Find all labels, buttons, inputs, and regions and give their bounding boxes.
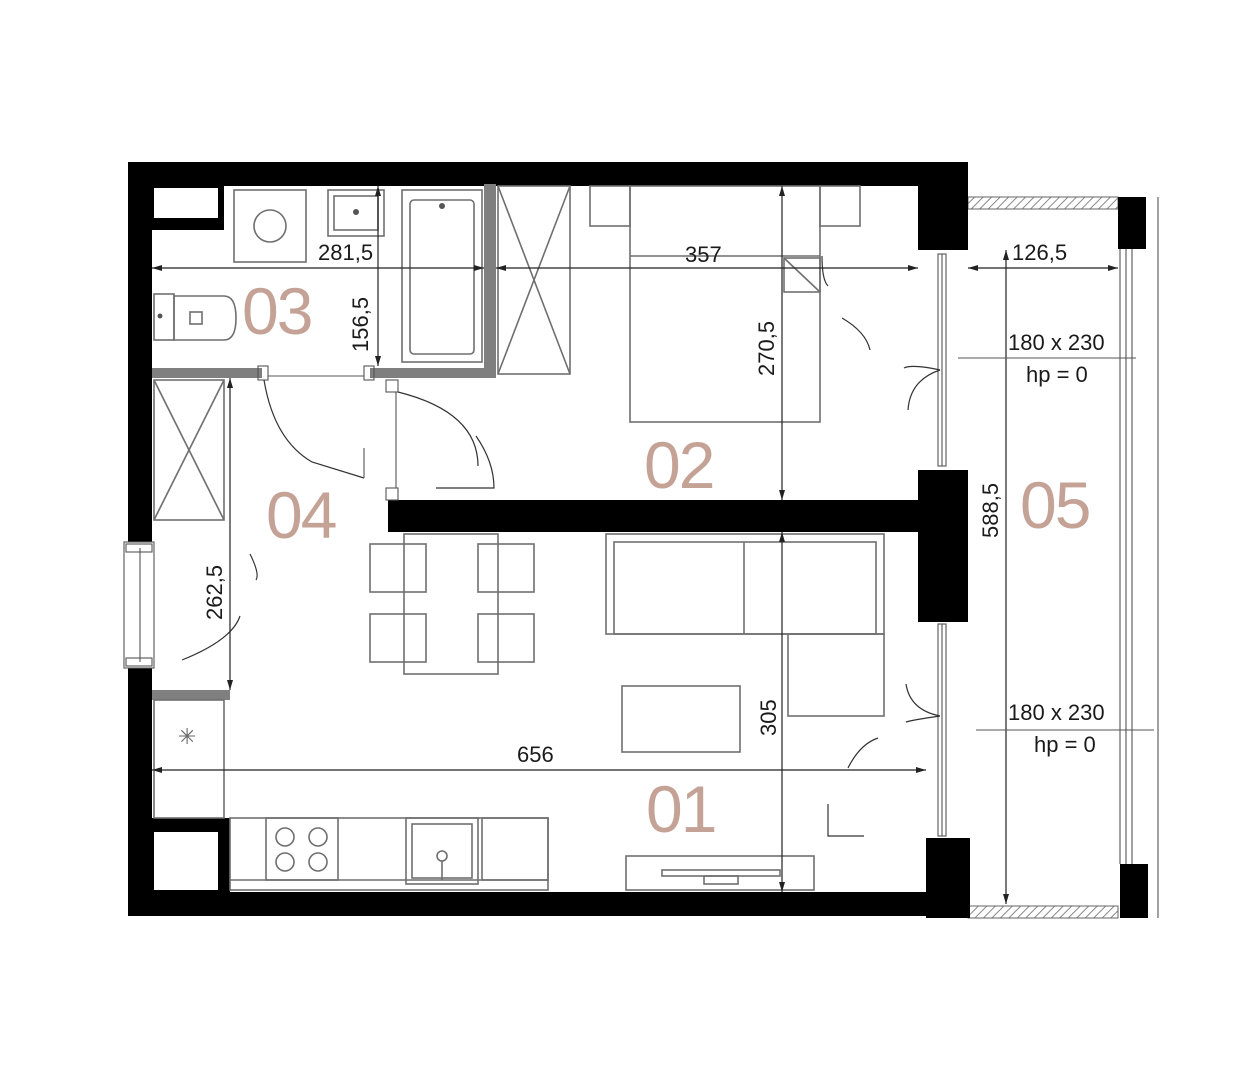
room-label-04: 04 xyxy=(266,478,336,552)
bathtub xyxy=(401,189,483,363)
sofa xyxy=(605,533,885,717)
balcony xyxy=(967,196,1159,919)
window-2-size: 180 x 230 xyxy=(1008,700,1105,725)
dim-156-5: 156,5 xyxy=(348,297,373,352)
wardrobe-hall xyxy=(153,379,225,521)
kitchen-counter: ✳ xyxy=(153,699,549,891)
furniture: ✳ xyxy=(153,185,885,891)
window-1-size: 180 x 230 xyxy=(1008,330,1105,355)
dim-656: 656 xyxy=(517,742,554,767)
room-label-01: 01 xyxy=(646,772,715,846)
dim-270-5: 270,5 xyxy=(754,321,779,376)
dim-305: 305 xyxy=(756,699,781,736)
dining-table xyxy=(369,533,535,675)
balcony-column-top xyxy=(1118,197,1146,249)
washing-machine xyxy=(233,189,307,263)
balcony-rail-bottom xyxy=(967,905,1119,919)
dim-126-5: 126,5 xyxy=(1012,240,1067,265)
svg-text:✳: ✳ xyxy=(178,725,196,750)
balcony-rail-top xyxy=(967,196,1119,210)
exterior-walls xyxy=(128,162,970,918)
bathroom-sink xyxy=(327,189,385,237)
dim-281-5: 281,5 xyxy=(318,240,373,265)
windows xyxy=(123,253,947,837)
room-label-05: 05 xyxy=(1020,468,1089,542)
room-label-03: 03 xyxy=(242,274,311,348)
window-east-upper xyxy=(903,253,947,467)
tv-cabinet xyxy=(625,855,815,891)
window-west xyxy=(123,541,155,669)
window-1-hp: hp = 0 xyxy=(1026,362,1088,387)
dim-357: 357 xyxy=(685,242,722,267)
coffee-table xyxy=(621,685,741,753)
dimension-lines xyxy=(152,186,1154,904)
wardrobe-bathroom xyxy=(497,185,571,375)
room-label-02: 02 xyxy=(644,428,713,502)
window-2-hp: hp = 0 xyxy=(1034,732,1096,757)
dim-262-5: 262,5 xyxy=(202,565,227,620)
dim-588-5: 588,5 xyxy=(978,483,1003,538)
bed xyxy=(589,185,861,423)
doors xyxy=(181,255,879,837)
window-east-lower xyxy=(905,623,947,837)
toilet xyxy=(153,293,237,341)
balcony-column-bottom xyxy=(1120,864,1148,918)
partitions xyxy=(152,184,496,700)
